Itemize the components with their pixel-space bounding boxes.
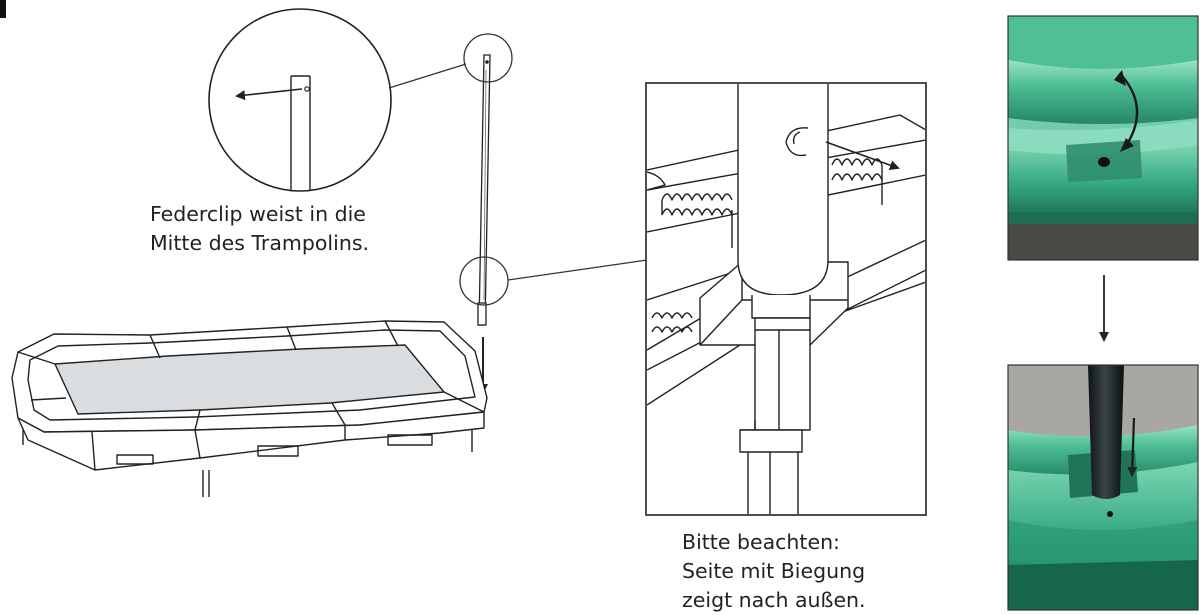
- section-marker: [0, 0, 6, 18]
- leader-line-top: [388, 63, 467, 89]
- trampoline-illustration: [11, 320, 488, 497]
- frame-detail-box: [645, 82, 927, 516]
- caption-bend-note-line1: Bitte beachten:: [682, 530, 840, 554]
- caption-bend-note: Bitte beachten: Seite mit Biegung zeigt …: [682, 528, 866, 615]
- caption-spring-clip-line2: Mitte des Trampolins.: [150, 231, 370, 255]
- spring-upper: [661, 158, 883, 248]
- caption-spring-clip-line1: Federclip weist in die: [150, 202, 366, 226]
- leader-line-bottom: [507, 259, 648, 281]
- pad-hole: [1098, 157, 1110, 167]
- pole-top-circle: [463, 33, 513, 83]
- clip-direction-arrow: [235, 88, 303, 101]
- pole-bottom-circle: [459, 256, 509, 306]
- flip-arrow: [1121, 75, 1139, 147]
- insert-arrow: [1127, 417, 1138, 477]
- clip-detail-circle: [208, 8, 392, 192]
- pole-tube: [737, 84, 829, 296]
- photo-pole-inserted: [1007, 364, 1199, 611]
- bend-direction-arrow: [825, 141, 900, 170]
- photo-pole: [1088, 365, 1124, 499]
- caption-bend-note-line2: Seite mit Biegung: [682, 559, 866, 583]
- caption-bend-note-line3: zeigt nach außen.: [682, 588, 866, 612]
- pole: [459, 33, 513, 326]
- caption-spring-clip: Federclip weist in die Mitte des Trampol…: [150, 200, 369, 258]
- photo-pad-hole: [1007, 15, 1199, 261]
